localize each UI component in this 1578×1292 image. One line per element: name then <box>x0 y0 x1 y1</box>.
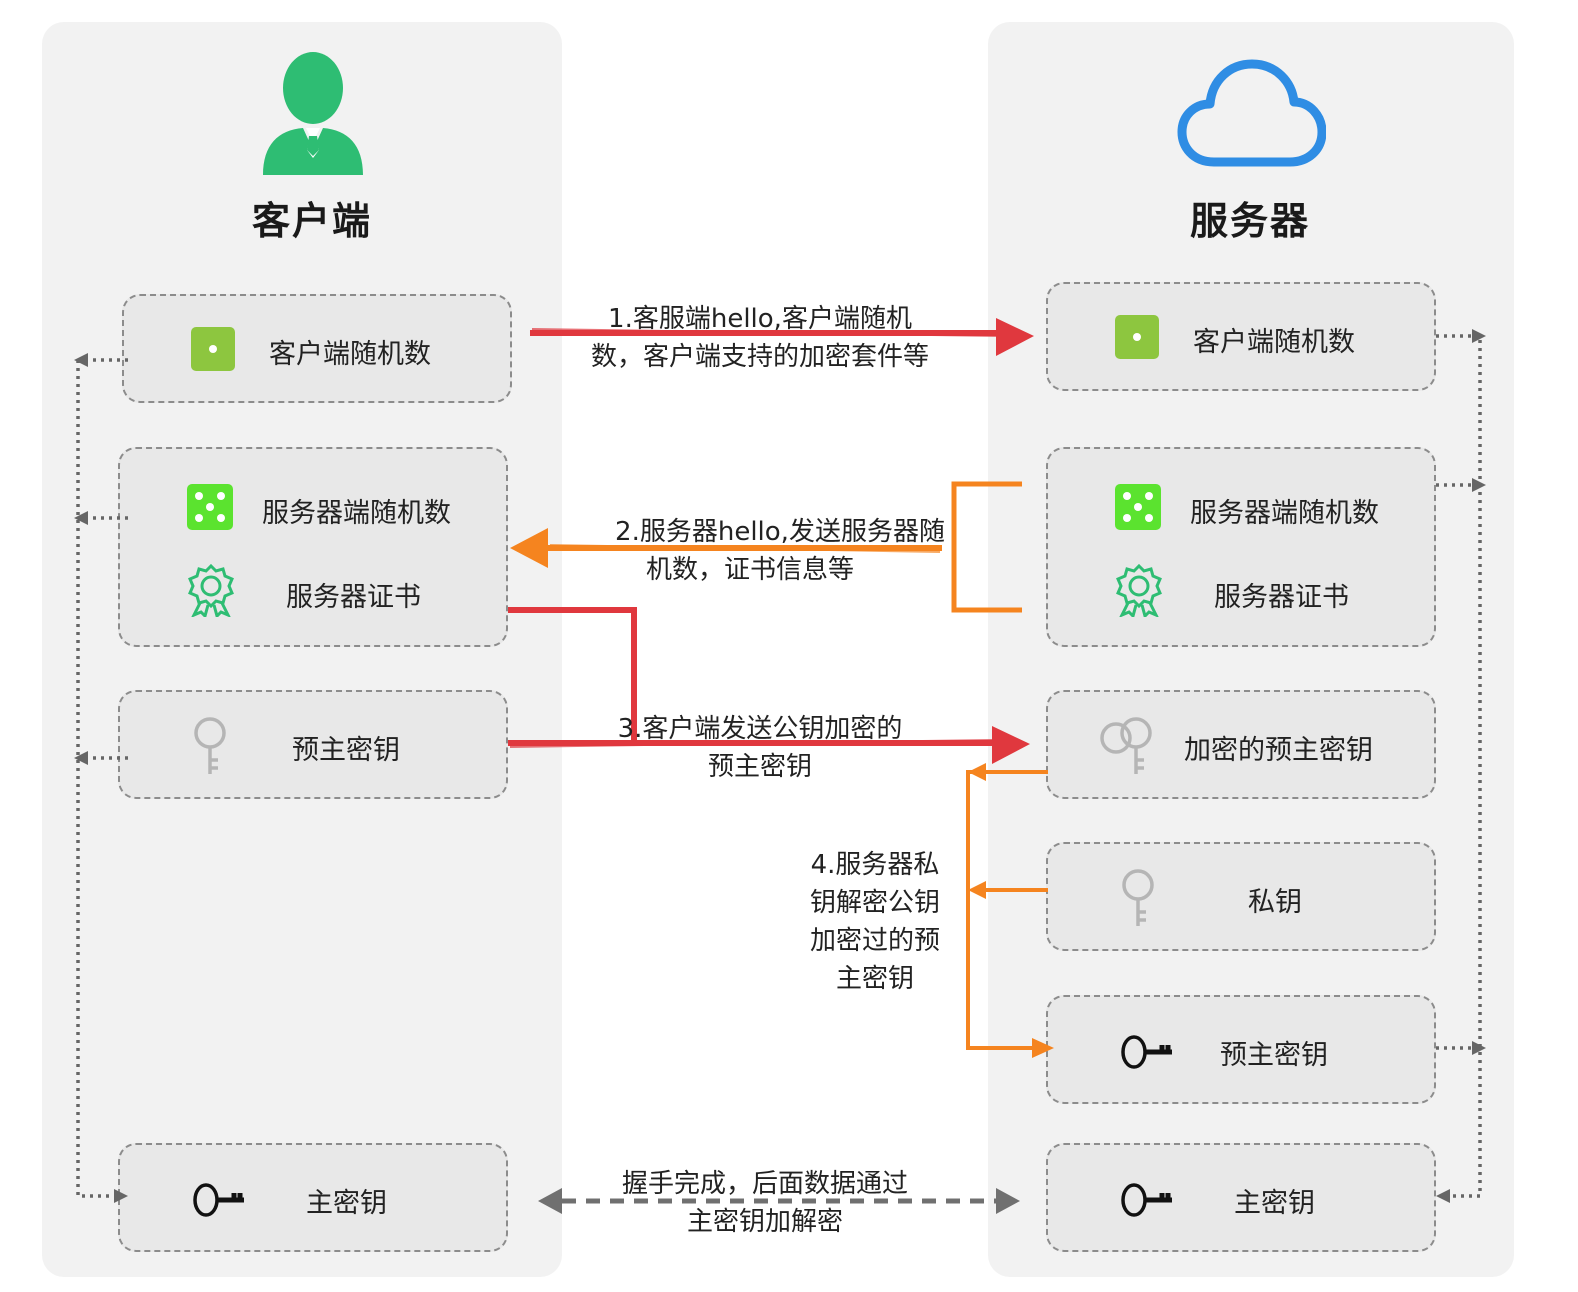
step4-text: 4.服务器私 钥解密公钥 加密过的预 主密钥 <box>790 846 960 998</box>
server-encrypted-pre-master-box: 加密的预主密钥 <box>1046 690 1436 799</box>
step2-text: 2.服务器hello,发送服务器随 机数，证书信息等 <box>560 513 1000 589</box>
step1-line2: 数，客户端支持的加密套件等 <box>590 342 929 372</box>
client-panel <box>42 22 562 1277</box>
key-icon <box>194 717 226 774</box>
dice-five-icon <box>187 484 233 530</box>
server-private-key-label: 私钥 <box>1248 887 1302 918</box>
step4-line2: 钥解密公钥 <box>809 888 940 918</box>
step4-line3: 加密过的预 <box>809 926 940 956</box>
server-cert-label: 服务器证书 <box>1214 582 1349 613</box>
step1-text: 1.客服端hello,客户端随机 数，客户端支持的加密套件等 <box>560 300 960 376</box>
client-cert-label: 服务器证书 <box>286 582 421 613</box>
server-pre-master-label: 预主密钥 <box>1220 1040 1328 1071</box>
client-server-info-box: 服务器端随机数 服务器证书 <box>118 447 508 647</box>
dice-one-icon <box>1115 315 1159 359</box>
step3-text: 3.客户端发送公钥加密的 预主密钥 <box>560 710 960 786</box>
server-title: 服务器 <box>1189 199 1310 243</box>
handshake-done-text: 握手完成，后面数据通过 主密钥加解密 <box>565 1165 965 1241</box>
server-private-key-box: 私钥 <box>1046 842 1436 951</box>
client-master-label: 主密钥 <box>306 1188 387 1219</box>
server-master-box: 主密钥 <box>1046 1143 1436 1252</box>
client-server-random-label: 服务器端随机数 <box>262 498 451 529</box>
step2-line2: 机数，证书信息等 <box>645 555 854 585</box>
dice-five-icon <box>1115 484 1161 530</box>
step4-line4: 主密钥 <box>835 964 914 994</box>
step1-line1: 1.客服端hello,客户端随机 <box>608 304 912 334</box>
key-icon <box>193 1183 244 1217</box>
key-icon <box>1121 1035 1172 1069</box>
certificate-icon <box>1116 563 1162 617</box>
done-line1: 握手完成，后面数据通过 <box>621 1169 908 1199</box>
cloud-icon <box>1177 59 1326 167</box>
step4-line1: 4.服务器私 <box>810 850 940 880</box>
client-pre-master-box: 预主密钥 <box>118 690 508 799</box>
server-client-random-box: 客户端随机数 <box>1046 282 1436 391</box>
dice-one-icon <box>191 327 235 371</box>
step2-line1: 2.服务器hello,发送服务器随 <box>615 517 945 547</box>
step3-line1: 3.客户端发送公钥加密的 <box>617 714 903 744</box>
server-info-box: 服务器端随机数 服务器证书 <box>1046 447 1436 647</box>
server-random-label: 服务器端随机数 <box>1190 498 1379 529</box>
key-icon <box>1122 869 1154 926</box>
server-pre-master-box: 预主密钥 <box>1046 995 1436 1104</box>
step3-line2: 预主密钥 <box>707 752 812 782</box>
done-line2: 主密钥加解密 <box>686 1207 843 1237</box>
server-master-label: 主密钥 <box>1234 1188 1315 1219</box>
person-icon <box>263 52 363 175</box>
client-random-label: 客户端随机数 <box>269 339 431 370</box>
key-icon <box>1121 1183 1172 1217</box>
client-title: 客户端 <box>251 199 372 243</box>
certificate-icon <box>188 563 234 617</box>
client-random-box: 客户端随机数 <box>122 294 512 403</box>
double-key-icon <box>1100 717 1152 774</box>
server-encrypted-pre-master-label: 加密的预主密钥 <box>1184 735 1373 766</box>
server-client-random-label: 客户端随机数 <box>1193 327 1355 358</box>
client-pre-master-label: 预主密钥 <box>292 735 400 766</box>
client-master-box: 主密钥 <box>118 1143 508 1252</box>
